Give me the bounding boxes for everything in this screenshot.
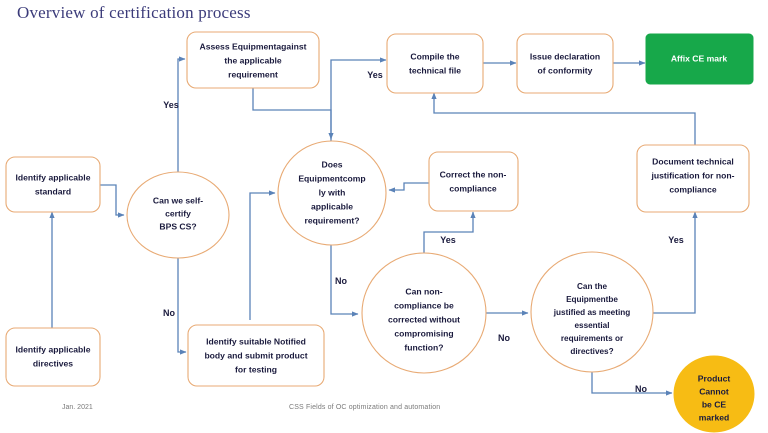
self-certify-circle[interactable]	[126, 171, 230, 259]
identify-standard-box[interactable]	[5, 156, 101, 213]
assess-equipment-label-line1: Assess Equipmentagainst	[200, 41, 307, 51]
node-identify-applicable-directives[interactable]: Identify applicable directives	[5, 327, 101, 387]
does-comply-circle[interactable]	[277, 140, 387, 246]
affix-ce-mark-label: Affix CE mark	[671, 53, 728, 63]
self-certify-label-line3: BPS CS?	[159, 221, 196, 231]
can-justify-label-line1: Can the	[577, 282, 607, 291]
node-correct-non-compliance[interactable]: Correct the non- compliance	[428, 151, 519, 212]
correct-noncompliance-label-line1: Correct the non-	[440, 169, 507, 179]
cannot-ce-mark-label-line4: marked	[699, 412, 730, 422]
edge-selfcertify-no-to-notified	[177, 258, 187, 355]
node-can-equipment-be-justified[interactable]: Can the Equipmentbe justified as meeting…	[530, 251, 654, 373]
edge-label-doescomply-no: No	[335, 276, 347, 286]
edge-label-canjustify-no: No	[635, 384, 647, 394]
cannot-ce-mark-circle[interactable]	[673, 355, 755, 433]
node-compile-technical-file[interactable]: Compile the technical file	[386, 33, 484, 94]
issue-declaration-box[interactable]	[516, 33, 614, 94]
self-certify-label-line1: Can we self-	[153, 195, 203, 205]
edge-label-selfcertify-no: No	[163, 308, 175, 318]
edge-doescomply-no-to-cancorrect	[330, 245, 359, 317]
edge-doescomply-yes-to-compile	[330, 57, 387, 142]
node-identify-notified-body[interactable]: Identify suitable Notified body and subm…	[187, 324, 325, 387]
can-correct-label-line4: compromising	[394, 328, 453, 338]
compile-file-label-line1: Compile the	[410, 51, 459, 61]
can-justify-circle[interactable]	[530, 251, 654, 373]
can-justify-label-line6: directives?	[570, 347, 613, 356]
edge-standard-to-selfcertify	[100, 184, 125, 218]
can-correct-label-line3: corrected without	[388, 314, 460, 324]
can-correct-label-line2: compliance be	[394, 300, 454, 310]
does-comply-label-line3: ly with	[319, 187, 346, 197]
can-correct-label-line5: function?	[404, 342, 443, 352]
cannot-ce-mark-label-line1: Product	[698, 373, 731, 383]
edge-label-selfcertify-yes: Yes	[163, 100, 179, 110]
document-justification-label-line2: justification for non-	[650, 170, 734, 180]
can-justify-label-line4: essential	[574, 321, 609, 330]
edge-notified-to-doescomply	[249, 190, 276, 320]
footer-caption: CSS Fields of OC optimization and automa…	[289, 404, 441, 411]
node-can-noncompliance-be-corrected[interactable]: Can non- compliance be corrected without…	[361, 252, 487, 374]
edge-canjustify-no-to-cannot	[591, 372, 673, 396]
notified-body-box[interactable]	[187, 324, 325, 387]
identify-standard-label-line1: Identify applicable	[16, 172, 91, 182]
edge-label-canjustify-yes: Yes	[668, 235, 684, 245]
edge-selfcertify-yes-to-assess	[177, 56, 186, 173]
identify-directives-label-line2: directives	[33, 358, 73, 368]
notified-body-label-line1: Identify suitable Notified	[206, 336, 306, 346]
can-justify-label-line3: justified as meeting	[553, 308, 630, 317]
can-justify-label-line2: Equipmentbe	[566, 295, 618, 304]
node-assess-equipment[interactable]: Assess Equipmentagainst the applicable r…	[186, 31, 320, 89]
notified-body-label-line2: body and submit product	[204, 350, 307, 360]
can-correct-circle[interactable]	[361, 252, 487, 374]
document-justification-box[interactable]	[636, 144, 750, 213]
correct-noncompliance-box[interactable]	[428, 151, 519, 212]
assess-equipment-label-line3: requirement	[228, 69, 278, 79]
can-justify-label-line5: requirements or	[561, 334, 624, 343]
footer-date: Jan. 2021	[62, 404, 93, 411]
edge-assess-to-doescomply	[252, 88, 334, 140]
node-can-we-self-certify[interactable]: Can we self- certify BPS CS?	[126, 171, 230, 259]
node-does-equipment-comply[interactable]: Does Equipmentcomp ly with applicable re…	[277, 140, 387, 246]
notified-body-label-line3: for testing	[235, 364, 277, 374]
identify-standard-label-line2: standard	[35, 186, 71, 196]
node-identify-applicable-standard[interactable]: Identify applicable standard	[5, 156, 101, 213]
node-product-cannot-be-ce-marked[interactable]: Product Cannot be CE marked	[673, 355, 755, 433]
edge-cancorrect-yes-to-correct	[423, 211, 476, 253]
document-justification-label-line3: compliance	[669, 184, 717, 194]
does-comply-label-line4: applicable	[311, 201, 353, 211]
cannot-ce-mark-label-line2: Cannot	[699, 386, 729, 396]
correct-noncompliance-label-line2: compliance	[449, 183, 497, 193]
edge-canjustify-yes-to-document	[653, 211, 698, 314]
edge-labels: Yes No Yes No Yes No Yes No	[163, 70, 684, 394]
edge-correct-to-doescomply	[388, 182, 430, 193]
does-comply-label-line2: Equipmentcomp	[298, 173, 365, 183]
edge-label-cancorrect-yes: Yes	[440, 235, 456, 245]
node-document-technical-justification[interactable]: Document technical justification for non…	[636, 144, 750, 213]
edge-document-to-compile	[431, 92, 696, 145]
cannot-ce-mark-label-line3: be CE	[702, 399, 727, 409]
compile-file-label-line2: technical file	[409, 65, 461, 75]
edge-label-cancorrect-no: No	[498, 333, 510, 343]
identify-directives-label-line1: Identify applicable	[16, 344, 91, 354]
assess-equipment-label-line2: the applicable	[224, 55, 282, 65]
page-title: Overview of certification process	[17, 3, 251, 22]
affix-ce-mark-box[interactable]	[645, 33, 754, 85]
node-issue-declaration-of-conformity[interactable]: Issue declaration of conformity	[516, 33, 614, 94]
issue-declaration-label-line1: Issue declaration	[530, 51, 600, 61]
connectors	[49, 56, 698, 396]
does-comply-label-line5: requirement?	[305, 215, 360, 225]
compile-file-box[interactable]	[386, 33, 484, 94]
document-justification-label-line1: Document technical	[652, 156, 734, 166]
does-comply-label-line1: Does	[321, 159, 342, 169]
assess-equipment-box[interactable]	[186, 31, 320, 89]
identify-directives-box[interactable]	[5, 327, 101, 387]
self-certify-label-line2: certify	[165, 208, 191, 218]
can-correct-label-line1: Can non-	[405, 286, 442, 296]
edge-label-doescomply-yes: Yes	[367, 70, 383, 80]
issue-declaration-label-line2: of conformity	[538, 65, 593, 75]
node-affix-ce-mark[interactable]: Affix CE mark	[645, 33, 754, 85]
